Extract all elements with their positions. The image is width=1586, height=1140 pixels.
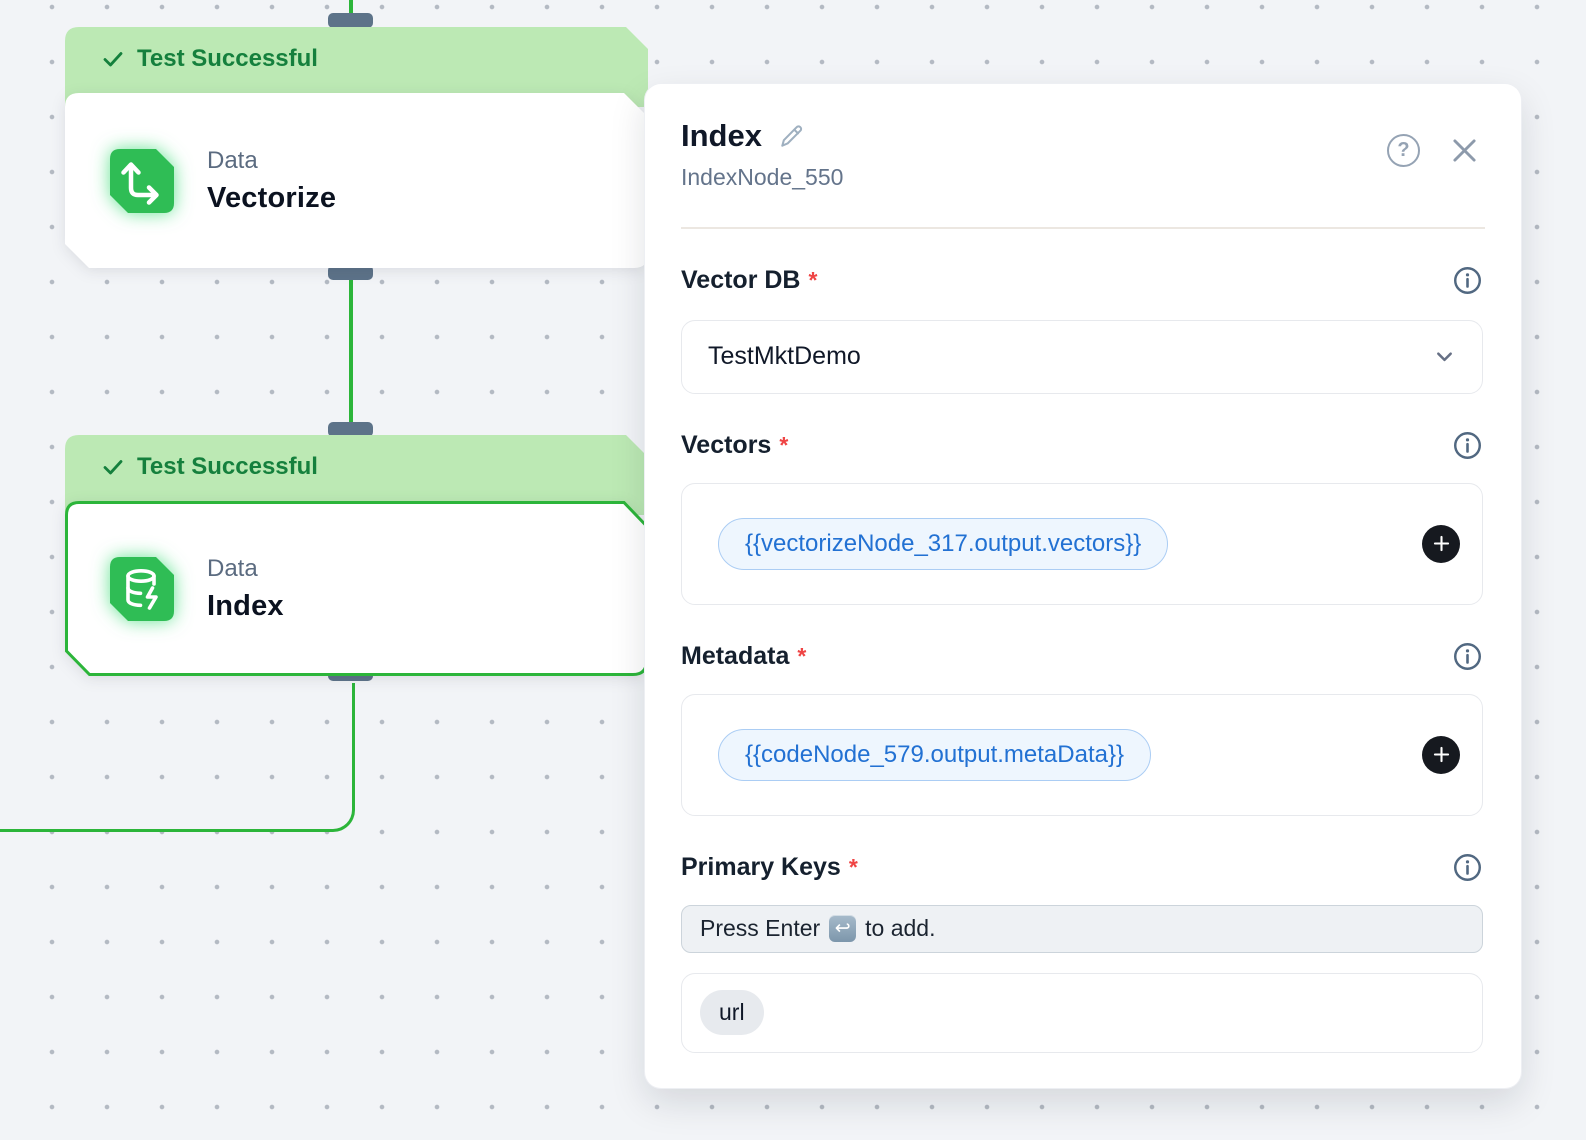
info-icon: [1454, 642, 1481, 670]
primary-keys-label: Primary Keys: [681, 852, 841, 881]
add-vectors-variable-button[interactable]: [1422, 524, 1460, 563]
node-category: Data: [207, 146, 258, 174]
edge-vectorize-to-index[interactable]: [349, 270, 353, 426]
plus-icon: [1433, 535, 1449, 552]
metadata-info-button[interactable]: [1452, 641, 1483, 672]
chevron-down-icon: [1437, 352, 1452, 362]
edge-index-outgoing[interactable]: [0, 683, 355, 832]
rename-node-button[interactable]: [778, 123, 805, 150]
node-texts: Data Index: [207, 555, 284, 623]
node-id: IndexNode_550: [681, 164, 844, 190]
node-title: Vectorize: [207, 181, 337, 214]
handle-vectorize-input[interactable]: [328, 13, 373, 28]
node-status: Test Successful: [65, 27, 318, 91]
divider: [681, 227, 1485, 229]
node-texts: Data Vectorize: [207, 147, 336, 215]
close-icon: [1453, 139, 1476, 162]
vectors-variable-chip[interactable]: {{vectorizeNode_317.output.vectors}}: [718, 517, 1169, 570]
node-status-banner: [65, 27, 648, 107]
handle-vectorize-output[interactable]: [328, 265, 373, 280]
node-status-banner: [65, 435, 648, 515]
metadata-variable-chip[interactable]: {{codeNode_579.output.metaData}}: [718, 728, 1151, 781]
vectors-field[interactable]: {{vectorizeNode_317.output.vectors}}: [681, 482, 1483, 605]
plus-icon: [1433, 746, 1449, 763]
pencil-icon: [781, 124, 803, 147]
node-index[interactable]: Test Successful Data: [65, 435, 648, 676]
node-vectorize[interactable]: Test Successful Data Vectorize: [65, 27, 648, 268]
vectors-label: Vectors: [681, 430, 772, 459]
add-metadata-variable-button[interactable]: [1422, 735, 1460, 774]
required-marker: *: [848, 853, 858, 880]
axes-icon: [110, 148, 174, 213]
node-card: [65, 93, 648, 268]
panel-title: Index: [681, 118, 762, 153]
primary-keys-tags: url: [681, 972, 1483, 1053]
info-icon: [1454, 853, 1481, 881]
node-title: Index: [207, 589, 284, 622]
vector-db-info-button[interactable]: [1452, 265, 1483, 296]
help-button[interactable]: ?: [1387, 134, 1420, 167]
info-icon: [1454, 431, 1481, 459]
vectors-info-button[interactable]: [1452, 430, 1483, 461]
primary-keys-info-button[interactable]: [1452, 852, 1483, 883]
metadata-label: Metadata: [681, 641, 790, 670]
required-marker: *: [808, 266, 818, 293]
metadata-field[interactable]: {{codeNode_579.output.metaData}}: [681, 693, 1483, 816]
node-status-label: Test Successful: [137, 45, 318, 72]
vector-db-label: Vector DB: [681, 265, 801, 294]
vector-db-value: TestMktDemo: [708, 342, 861, 370]
node-config-panel: Index IndexNode_550 ? Vector DB *: [645, 84, 1521, 1088]
question-mark-icon: ?: [1397, 139, 1410, 161]
database-bolt-icon: [110, 556, 174, 621]
primary-keys-input[interactable]: Press Enter ↩ to add.: [681, 904, 1483, 953]
node-category: Data: [207, 554, 258, 582]
node-status-label: Test Successful: [137, 453, 318, 480]
close-panel-button[interactable]: [1448, 134, 1481, 167]
enter-key-glyph: ↩: [834, 918, 851, 939]
edge-incoming[interactable]: [349, 0, 353, 16]
primary-key-tag[interactable]: url: [700, 990, 764, 1035]
required-marker: *: [797, 642, 807, 669]
handle-index-input[interactable]: [328, 422, 373, 437]
vector-db-select[interactable]: TestMktDemo: [681, 319, 1483, 394]
placeholder-prefix: Press Enter: [700, 915, 821, 941]
check-icon: [103, 460, 123, 475]
info-icon: [1454, 266, 1481, 294]
node-status: Test Successful: [65, 435, 318, 499]
placeholder-suffix: to add.: [865, 915, 936, 941]
required-marker: *: [779, 431, 789, 458]
panel-header: Index IndexNode_550 ?: [681, 118, 1483, 191]
enter-key-icon: ↩: [829, 915, 857, 942]
check-icon: [103, 52, 123, 67]
